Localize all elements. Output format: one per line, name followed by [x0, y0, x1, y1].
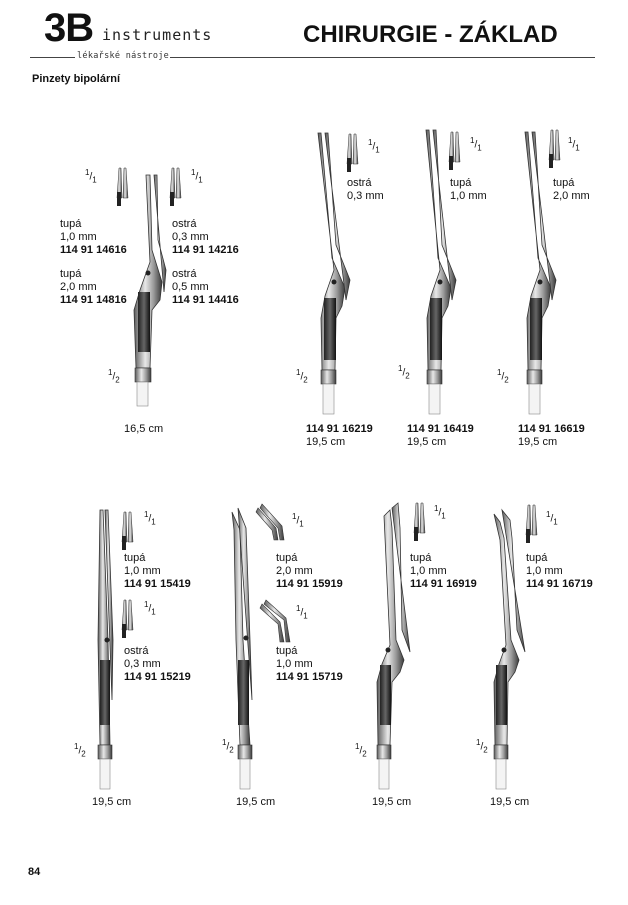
header-rule-left	[30, 57, 75, 58]
forceps-image-4	[524, 129, 561, 415]
product-spec-14416: ostrá 0,5 mm 114 91 14416	[172, 268, 239, 306]
scale-1-1: 1/1	[546, 510, 558, 527]
product-length: 19,5 cm	[236, 796, 276, 808]
scale-1-1: 1/1	[568, 136, 580, 153]
scale-1-2: 1/2	[398, 364, 410, 381]
scale-1-1: 1/1	[292, 512, 304, 529]
scale-1-1: 1/1	[144, 510, 156, 527]
scale-1-2: 1/2	[355, 742, 367, 759]
scale-1-1: 1/1	[368, 138, 380, 155]
forceps-image-3	[425, 129, 461, 415]
product-length: 19,5 cm	[372, 796, 412, 808]
scale-1-1: 1/1	[191, 168, 203, 185]
scale-1-2: 1/2	[74, 742, 86, 759]
page-title: CHIRURGIE - ZÁKLAD	[303, 21, 558, 48]
scale-1-1: 1/1	[296, 604, 308, 621]
scale-1-1: 1/1	[434, 504, 446, 521]
scale-1-2: 1/2	[108, 368, 120, 385]
forceps-image-5	[97, 509, 134, 790]
product-length: 19,5 cm	[490, 796, 530, 808]
scale-1-1: 1/1	[144, 600, 156, 617]
logo-wordmark: instruments	[102, 26, 213, 44]
product-spec-14216: ostrá 0,3 mm 114 91 14216	[172, 218, 239, 256]
product-length: 19,5 cm	[92, 796, 132, 808]
scale-1-2: 1/2	[296, 368, 308, 385]
forceps-image-8	[493, 504, 538, 790]
scale-1-1: 1/1	[85, 168, 97, 185]
header-rule-right	[170, 57, 595, 58]
scale-1-2: 1/2	[497, 368, 509, 385]
forceps-image-6	[231, 503, 291, 790]
product-spec-14616: tupá 1,0 mm 114 91 14616	[60, 218, 127, 256]
page-number: 84	[28, 866, 41, 878]
section-title: Pinzety bipolární	[32, 73, 121, 85]
logo-3b: 3B	[44, 6, 94, 50]
scale-1-2: 1/2	[222, 738, 234, 755]
scale-1-1: 1/1	[470, 136, 482, 153]
forceps-image-7	[376, 502, 426, 790]
product-spec-14816: tupá 2,0 mm 114 91 14816	[60, 268, 127, 306]
scale-1-2: 1/2	[476, 738, 488, 755]
forceps-image-2	[317, 132, 359, 415]
forceps-image-1	[116, 167, 182, 407]
logo-subtitle: lékařské nástroje	[77, 51, 170, 61]
product-length: 16,5 cm	[124, 423, 164, 435]
